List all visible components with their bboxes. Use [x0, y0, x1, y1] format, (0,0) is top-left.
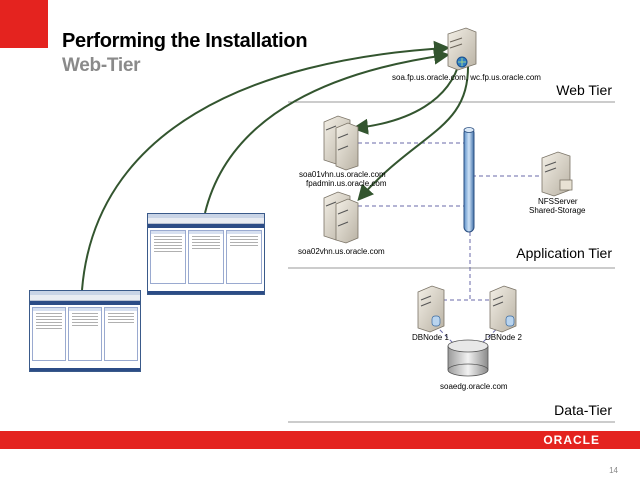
shared-storage-icon — [447, 339, 489, 377]
data-tier-label: Data-Tier — [554, 402, 612, 418]
database-icon — [505, 315, 515, 327]
nfs-label-line2: Shared-Storage — [529, 206, 586, 215]
app-server-1-label-line2: fpadmin.us.oracle.com — [306, 179, 387, 188]
page-number: 14 — [609, 466, 618, 475]
app-server-2-label: soa02vhn.us.oracle.com — [298, 247, 385, 256]
flow-arrows — [81, 40, 470, 291]
db-node-2-label: DBNode 2 — [485, 333, 522, 342]
dashed-connections — [358, 142, 540, 346]
web-tier-label: Web Tier — [556, 82, 612, 98]
app-server-1-label-line1: soa01vhn.us.oracle.com — [299, 170, 386, 179]
oracle-logo: ORACLE — [543, 433, 600, 447]
browser-screenshot-upper — [147, 213, 265, 295]
nfs-server-icon — [541, 151, 573, 197]
web-server-icon — [447, 27, 477, 71]
web-server-label: soa.fp.us.oracle.com, wc.fp.us.oracle.co… — [392, 73, 541, 82]
db-node-1-icon — [417, 285, 445, 333]
application-tier-label: Application Tier — [516, 245, 612, 261]
slide-title: Performing the Installation — [62, 30, 308, 52]
database-icon — [431, 315, 441, 327]
slide-subtitle: Web-Tier — [62, 55, 141, 76]
storage-label: soaedg.oracle.com — [440, 382, 508, 391]
db-node-1-label: DBNode 1 — [412, 333, 449, 342]
app-server-2-icon — [323, 191, 359, 244]
app-server-1-icon — [323, 115, 359, 171]
browser-screenshot-lower — [29, 290, 141, 372]
brand-corner-block — [0, 0, 48, 48]
footer-brand-bar — [0, 431, 640, 449]
network-bus-icon — [463, 127, 475, 233]
nfs-label-line1: NFSServer — [538, 197, 578, 206]
db-node-2-icon — [489, 285, 517, 333]
